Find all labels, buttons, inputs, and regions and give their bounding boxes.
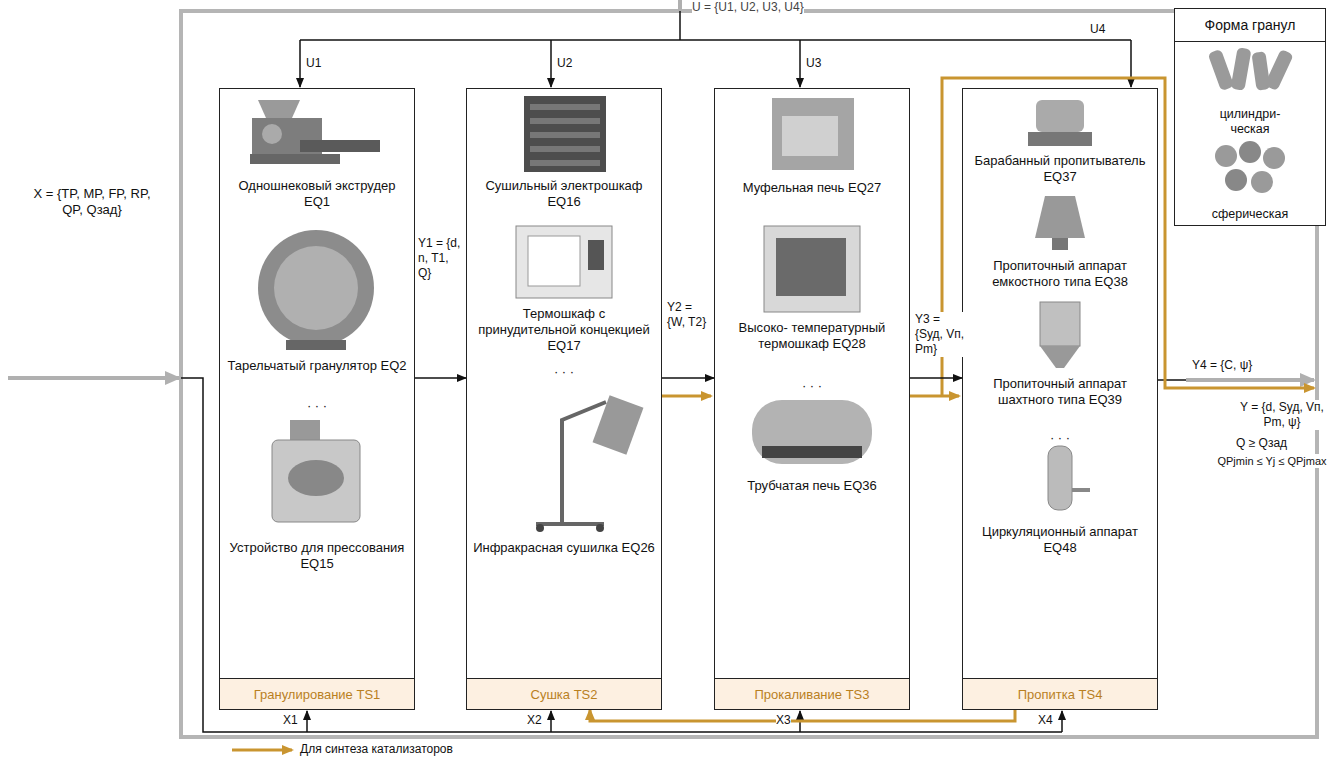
signal-name: X2	[527, 713, 542, 728]
equipment-caption: Устройство для прессования EQ15	[226, 540, 408, 572]
equipment-caption: Тарельчатый гранулятор EQ2	[226, 358, 408, 374]
flow-arrow	[910, 377, 962, 379]
ellipsis-mark: · · ·	[473, 364, 655, 380]
flow-arrow	[415, 377, 466, 379]
flow-label: Y2 = {W, T2}	[667, 300, 711, 330]
equipment-caption: Пропиточный аппарат емкостного типа EQ38	[969, 258, 1151, 290]
equipment-caption: Циркуляционный аппарат EQ48	[969, 524, 1151, 556]
equipment-caption: Пропиточный аппарат шахтного типа EQ39	[969, 376, 1151, 408]
stage-footer-band: Пропитка TS4	[963, 678, 1157, 709]
stage-footer-band: Гранулирование TS1	[220, 678, 414, 709]
equipment-caption: Высоко- температурный термошкаф EQ28	[721, 320, 903, 352]
stage-box: Одношнековый экструдер EQ1Тарельчатый гр…	[219, 88, 415, 710]
flow-arrow	[590, 710, 1015, 721]
output-label: Y4 = {C, ψ}	[1192, 358, 1252, 373]
ellipsis-mark: · · ·	[721, 378, 903, 394]
flow-arrow	[662, 377, 714, 379]
signal-name: X3	[776, 713, 791, 728]
signal-name: X1	[283, 713, 298, 728]
pellet-shape-box: Форма гранул цилиндри- ческая сферическая	[1174, 8, 1326, 226]
stage-box: Муфельная печь EQ27Высоко- температурный…	[714, 88, 910, 710]
system-frame	[181, 11, 1317, 737]
equipment-caption: Барабанный пропитыватель EQ37	[969, 153, 1151, 185]
box-heading: Форма гранул	[1175, 9, 1325, 42]
signal-name: U4	[1090, 22, 1105, 37]
signal-name: U2	[557, 56, 572, 71]
flow-label: Y3 = {Sуд, Vп, Pm}	[915, 312, 965, 357]
equipment-caption: Трубчатая печь EQ36	[721, 478, 903, 494]
input-set-label: U = {U1, U2, U3, U4}	[692, 0, 804, 15]
ellipsis-mark: · · ·	[226, 398, 408, 414]
legend-text: Для синтеза катализаторов	[300, 742, 453, 756]
equipment-caption: Муфельная печь EQ27	[721, 180, 903, 196]
shape-caption: цилиндри- ческая	[1203, 107, 1297, 137]
output-lines	[1158, 380, 1314, 381]
stage-box: Сушильный электрошкаф EQ16Термошкаф с пр…	[466, 88, 662, 710]
signal-name: U1	[306, 56, 321, 71]
stage-box: Барабанный пропитыватель EQ37Пропиточный…	[962, 88, 1158, 710]
equipment-pictures	[250, 96, 1092, 532]
input-lines	[8, 378, 1062, 732]
equipment-caption: Сушильный электрошкаф EQ16	[473, 178, 655, 210]
output-label: Y = {d, Sуд, Vп, Pm, ψ}	[1236, 400, 1328, 430]
equipment-caption: Инфракрасная сушилка EQ26	[473, 540, 655, 556]
stage-name: Сушка TS2	[531, 687, 598, 702]
input-set-label: X = {TP, MP, FP, RP, QP, Qзад}	[28, 186, 156, 218]
equipment-caption: Одношнековый экструдер EQ1	[226, 178, 408, 210]
equipment-caption: Термошкаф с принудительной концекцией EQ…	[473, 306, 655, 354]
stage-name: Пропитка TS4	[1018, 687, 1103, 702]
stage-name: Прокаливание TS3	[755, 687, 870, 702]
flow-label: Y1 = {d, n, T1, Q}	[418, 236, 464, 281]
output-label: QPjmin ≤ Yj ≤ QPjmax	[1214, 454, 1330, 468]
ellipsis-mark: · · ·	[969, 430, 1151, 446]
control-lines	[300, 0, 1131, 87]
output-label: Q ≥ Qзад	[1236, 436, 1287, 451]
signal-name: X4	[1038, 713, 1053, 728]
stage-footer-band: Сушка TS2	[467, 678, 661, 709]
stage-name: Гранулирование TS1	[254, 687, 381, 702]
shape-caption: сферическая	[1203, 207, 1297, 222]
signal-name: U3	[806, 56, 821, 71]
stage-footer-band: Прокаливание TS3	[715, 678, 909, 709]
